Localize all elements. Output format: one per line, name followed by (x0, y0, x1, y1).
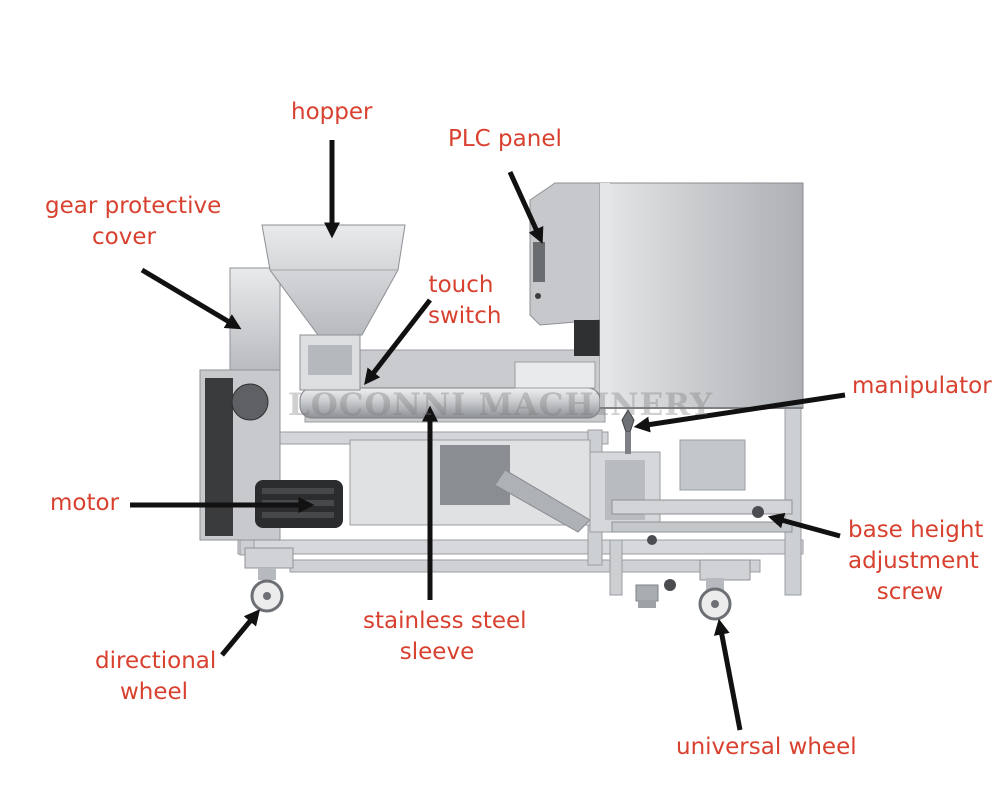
watermark-text: LOCONNI MACHINERY (288, 387, 714, 423)
arrow-gear-cover (140, 267, 242, 330)
label-touch-switch: touch switch (428, 270, 502, 332)
callout-arrows (130, 140, 846, 731)
label-gear-protective-cover: gear protective cover (45, 191, 222, 253)
base-height-adjustment-screw (611, 499, 793, 545)
arrow-directional-wheel (220, 609, 261, 657)
label-line: screw (876, 579, 944, 605)
support-foot (638, 579, 676, 608)
label-line: gear protective (45, 193, 222, 219)
label-line: adjustment (848, 548, 979, 574)
label-motor: motor (50, 490, 120, 516)
arrow-manipulator (633, 392, 846, 433)
stainless-cabinet (599, 182, 804, 409)
label-line: touch (428, 272, 494, 298)
label-hopper: hopper (291, 99, 373, 125)
arrow-base-screw (767, 512, 841, 539)
directional-wheel (250, 568, 284, 613)
label-line: base height (848, 517, 984, 543)
arrow-universal-wheel (713, 618, 743, 731)
label-base-height-adjustment-screw: base height adjustment screw (848, 515, 984, 608)
hopper (261, 224, 406, 391)
label-plc-panel: PLC panel (448, 126, 562, 152)
arrow-plc-panel (507, 170, 544, 244)
arrow-touch-switch (364, 298, 432, 386)
label-line: switch (428, 303, 502, 329)
label-directional-wheel: directional wheel (95, 646, 217, 708)
label-line: wheel (119, 679, 189, 705)
label-line: directional (95, 648, 217, 674)
label-line: sleeve (399, 639, 475, 665)
label-manipulator: manipulator (852, 373, 992, 399)
manipulator (621, 409, 635, 454)
label-line: stainless steel (363, 608, 527, 634)
label-universal-wheel: universal wheel (676, 734, 857, 760)
plc-panel (529, 182, 604, 356)
label-line: cover (92, 224, 156, 250)
universal-wheel (698, 578, 732, 621)
label-stainless-steel-sleeve: stainless steel sleeve (363, 606, 527, 668)
feed-assembly (349, 439, 746, 533)
